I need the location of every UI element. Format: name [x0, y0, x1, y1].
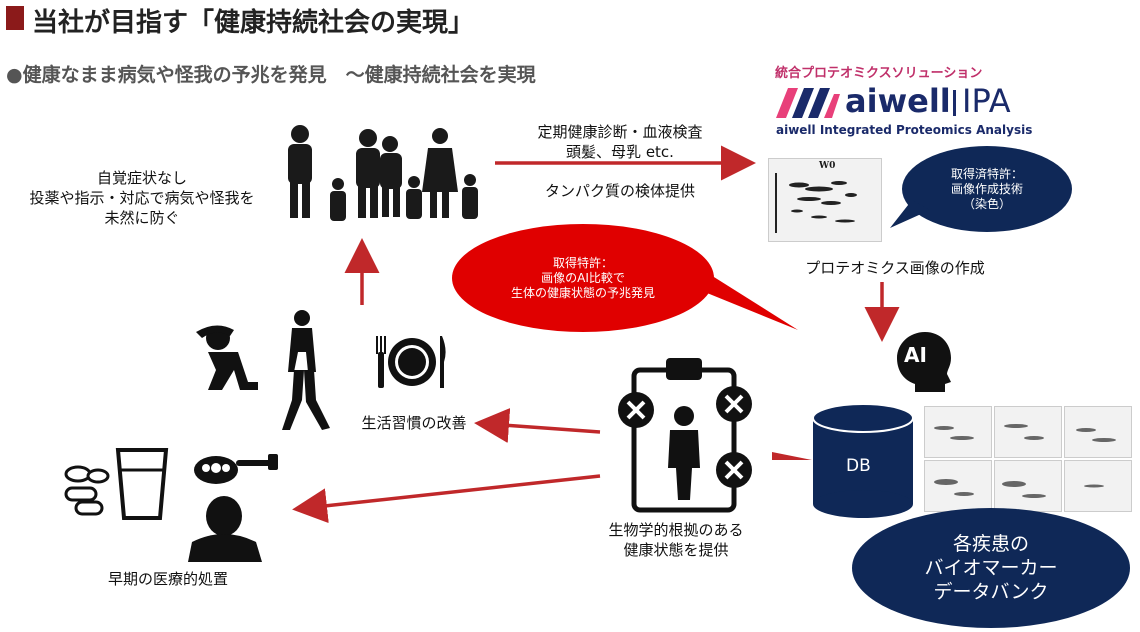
aiwell-logo-divider [953, 90, 956, 116]
gel-label: W0 [819, 161, 836, 171]
patent-staining-bubble: 取得済特許： 画像作成技術 （染色） [902, 146, 1072, 232]
evidence-line-1: 生物学的根拠のある [608, 521, 744, 539]
page-title: 当社が目指す「健康持続社会の実現」 [32, 8, 475, 38]
walking-person-icon [282, 310, 330, 430]
biomarker-line-1: 各疾患の [952, 533, 1029, 555]
patent-ai-line-2: 画像のAI比較で [541, 270, 625, 285]
pills-icon [64, 465, 110, 516]
aiwell-tagline: 統合プロテオミクスソリューション [775, 66, 983, 81]
distressed-person-icon [196, 325, 258, 390]
aiwell-full-name: aiwell Integrated Proteomics Analysis [776, 123, 1033, 137]
patent-staining-line-2: 画像作成技術 [950, 181, 1023, 196]
prevention-line-3: 未然に防ぐ [104, 209, 180, 227]
aiwell-logo-icon [776, 88, 840, 118]
biomarker-line-2: バイオマーカー [924, 557, 1058, 579]
family-silhouette-icon [288, 125, 478, 221]
prevention-line-2: 投薬や指示・対応で病気や怪我を [29, 189, 255, 207]
arrow-to-lifestyle [474, 408, 601, 443]
proteomics-gel-image: W0 [768, 158, 882, 242]
patent-staining-tail [890, 200, 930, 228]
evidence-text: 生物学的根拠のある 健康状態を提供 [566, 520, 786, 560]
patent-ai-line-1: 取得特許： [552, 255, 613, 270]
sample-source-text: 定期健康診断・血液検査 頭髪、母乳 etc. [500, 122, 740, 162]
database-icon [812, 403, 914, 518]
prevention-line-1: 自覚症状なし [96, 169, 187, 187]
arrow-to-early-care [292, 474, 601, 524]
protein-sample-text: タンパク質の検体提供 [544, 182, 695, 200]
biomarker-databank-bubble: 各疾患の バイオマーカー データバンク [852, 508, 1130, 628]
gel-thumb-4 [924, 460, 992, 512]
prevention-text: 自覚症状なし 投薬や指示・対応で病気や怪我を 未然に防ぐ [12, 168, 272, 228]
patent-ai-bubble: 取得特許： 画像のAI比較で 生体の健康状態の予兆発見 [452, 224, 714, 332]
evidence-line-2: 健康状態を提供 [623, 541, 729, 559]
gel-thumb-1 [924, 406, 992, 458]
meal-plate-icon [376, 336, 446, 388]
biomarker-line-3: データバンク [933, 581, 1049, 603]
surgeon-icon [188, 454, 278, 562]
aiwell-logo-suffix: IPA [962, 82, 1011, 120]
gel-thumb-2 [994, 406, 1062, 458]
patent-ai-tail [680, 272, 798, 330]
ai-head-icon [897, 332, 951, 392]
sample-source-line-2: 頭髪、母乳 etc. [566, 143, 674, 161]
gel-spots-icon [775, 173, 857, 233]
patent-ai-line-3: 生体の健康状態の予兆発見 [510, 285, 655, 300]
patent-staining-line-3: （染色） [962, 196, 1011, 211]
early-care-label: 早期の医療的処置 [107, 570, 228, 588]
gel-image-grid [924, 406, 1136, 512]
patent-staining-line-1: 取得済特許： [950, 166, 1023, 181]
aiwell-logo-text: aiwell [845, 82, 951, 120]
lifestyle-improvement-label: 生活習慣の改善 [361, 414, 467, 432]
title-marker [6, 6, 24, 30]
sample-source-line-1: 定期健康診断・血液検査 [537, 123, 703, 141]
proteomics-label: プロテオミクス画像の作成 [805, 259, 985, 277]
arrow-db-to-clipboard [772, 452, 812, 460]
gel-thumb-6 [1064, 460, 1132, 512]
water-glass-icon [115, 448, 169, 520]
gel-thumb-3 [1064, 406, 1132, 458]
page-subtitle: ●健康なまま病気や怪我の予兆を発見 ～健康持続社会を実現 [6, 64, 536, 86]
database-label: DB [846, 456, 871, 476]
gel-grid-spots-icon [934, 424, 1116, 498]
clipboard-evidence-icon [618, 358, 752, 513]
ai-label: AI [904, 343, 927, 367]
